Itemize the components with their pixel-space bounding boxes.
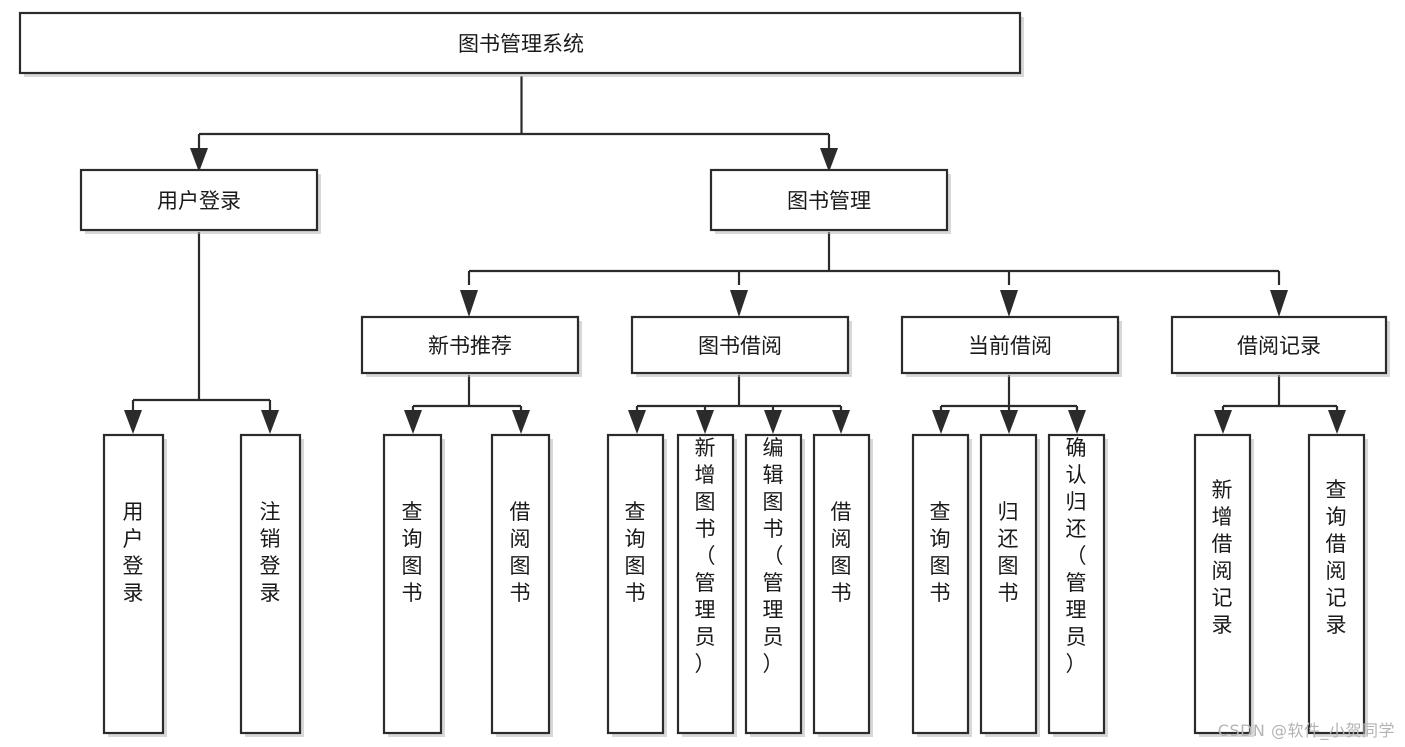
root-label: 图书管理系统 [458,32,584,56]
node-book-manage[interactable]: 图书管理 [709,168,951,234]
leaf-query-record-label: 查询借阅记录 [1326,478,1347,637]
leaf-add-record-box[interactable] [1193,433,1252,735]
node-leaf-confirm-return[interactable]: 确认归还（管理员） [1047,433,1108,737]
user-login-box[interactable] [79,168,319,232]
borrow-record-box[interactable] [1170,315,1388,375]
node-leaf-add-book[interactable]: 新增图书（管理员） [676,433,737,737]
arrow-leaf-logout [261,410,279,434]
leaf-borrow-book-2-box[interactable] [812,433,871,735]
leaf-query-book-1-label: 查询图书 [402,500,423,605]
node-leaf-query-book-3[interactable]: 查询图书 [911,433,972,737]
arrow-leaf-query-record [1328,410,1346,434]
node-leaf-query-book-1[interactable]: 查询图书 [382,433,445,737]
leaf-add-book-box[interactable] [676,433,735,735]
node-leaf-logout[interactable]: 注销登录 [239,433,304,737]
leaf-query-book-2-box[interactable] [606,433,665,735]
book-borrow-box[interactable] [630,315,850,375]
book-manage-label: 图书管理 [787,189,871,213]
node-leaf-add-record[interactable]: 新增借阅记录 [1193,433,1254,737]
arrow-book-manage [820,148,838,172]
arrow-leaf-borrow-book-2 [832,410,850,434]
connector-layer [124,76,1346,434]
leaf-add-book-label: 新增图书（管理员） [695,436,716,676]
leaf-query-record-box[interactable] [1307,433,1366,735]
leaf-logout-box[interactable] [239,433,302,735]
new-book-recommend-label: 新书推荐 [428,334,512,358]
node-book-borrow[interactable]: 图书借阅 [630,315,852,377]
node-new-book-recommend[interactable]: 新书推荐 [360,315,582,377]
leaf-query-book-2-label: 查询图书 [625,500,646,605]
arrow-leaf-user-login [124,410,142,434]
node-leaf-borrow-book-1[interactable]: 借阅图书 [490,433,553,737]
current-borrow-box[interactable] [900,315,1120,375]
node-user-login[interactable]: 用户登录 [79,168,321,234]
leaf-return-book-label: 归还图书 [998,500,1019,605]
node-current-borrow[interactable]: 当前借阅 [900,315,1122,377]
book-borrow-label: 图书借阅 [698,334,782,358]
node-leaf-query-book-2[interactable]: 查询图书 [606,433,667,737]
arrow-leaf-borrow-book-1 [512,410,530,434]
node-borrow-record[interactable]: 借阅记录 [1170,315,1390,377]
node-root[interactable]: 图书管理系统 [18,11,1024,77]
arrow-current-borrow [1000,290,1018,317]
arrow-new-book-recommend [460,290,478,317]
leaf-user-login-label: 用户登录 [123,500,144,605]
leaf-query-book-3-box[interactable] [911,433,970,735]
arrow-leaf-confirm-return [1068,410,1086,434]
leaf-borrow-book-1-label: 借阅图书 [510,500,531,605]
arrow-book-borrow [730,290,748,317]
leaf-logout-label: 注销登录 [260,500,281,605]
arrow-borrow-record [1270,290,1288,317]
arrow-leaf-query-book-2 [628,410,646,434]
arrow-leaf-query-book-1 [404,410,422,434]
leaf-confirm-return-box[interactable] [1047,433,1106,735]
user-login-label: 用户登录 [157,189,241,213]
leaf-user-login-box[interactable] [102,433,165,735]
arrow-leaf-return-book [1000,410,1018,434]
node-leaf-query-record[interactable]: 查询借阅记录 [1307,433,1368,737]
root-box[interactable] [18,11,1022,75]
leaf-query-book-1-box[interactable] [382,433,443,735]
leaf-edit-book-label: 编辑图书（管理员） [763,436,784,676]
borrow-record-label: 借阅记录 [1237,334,1321,358]
leaf-borrow-book-2-label: 借阅图书 [831,500,852,605]
leaf-add-record-label: 新增借阅记录 [1212,478,1233,637]
arrow-leaf-add-record [1214,410,1232,434]
book-manage-box[interactable] [709,168,949,232]
leaf-return-book-box[interactable] [979,433,1038,735]
node-leaf-edit-book[interactable]: 编辑图书（管理员） [744,433,805,737]
node-leaf-return-book[interactable]: 归还图书 [979,433,1040,737]
arrow-leaf-add-book [696,410,714,434]
node-leaf-user-login[interactable]: 用户登录 [102,433,167,737]
new-book-recommend-box[interactable] [360,315,580,375]
leaf-borrow-book-1-box[interactable] [490,433,551,735]
leaf-query-book-3-label: 查询图书 [930,500,951,605]
arrow-user-login [190,148,208,172]
arrow-leaf-edit-book [764,410,782,434]
current-borrow-label: 当前借阅 [968,334,1052,358]
leaf-confirm-return-label: 确认归还（管理员） [1066,436,1087,676]
arrow-leaf-query-book-3 [932,410,950,434]
leaf-edit-book-box[interactable] [744,433,803,735]
node-leaf-borrow-book-2[interactable]: 借阅图书 [812,433,873,737]
